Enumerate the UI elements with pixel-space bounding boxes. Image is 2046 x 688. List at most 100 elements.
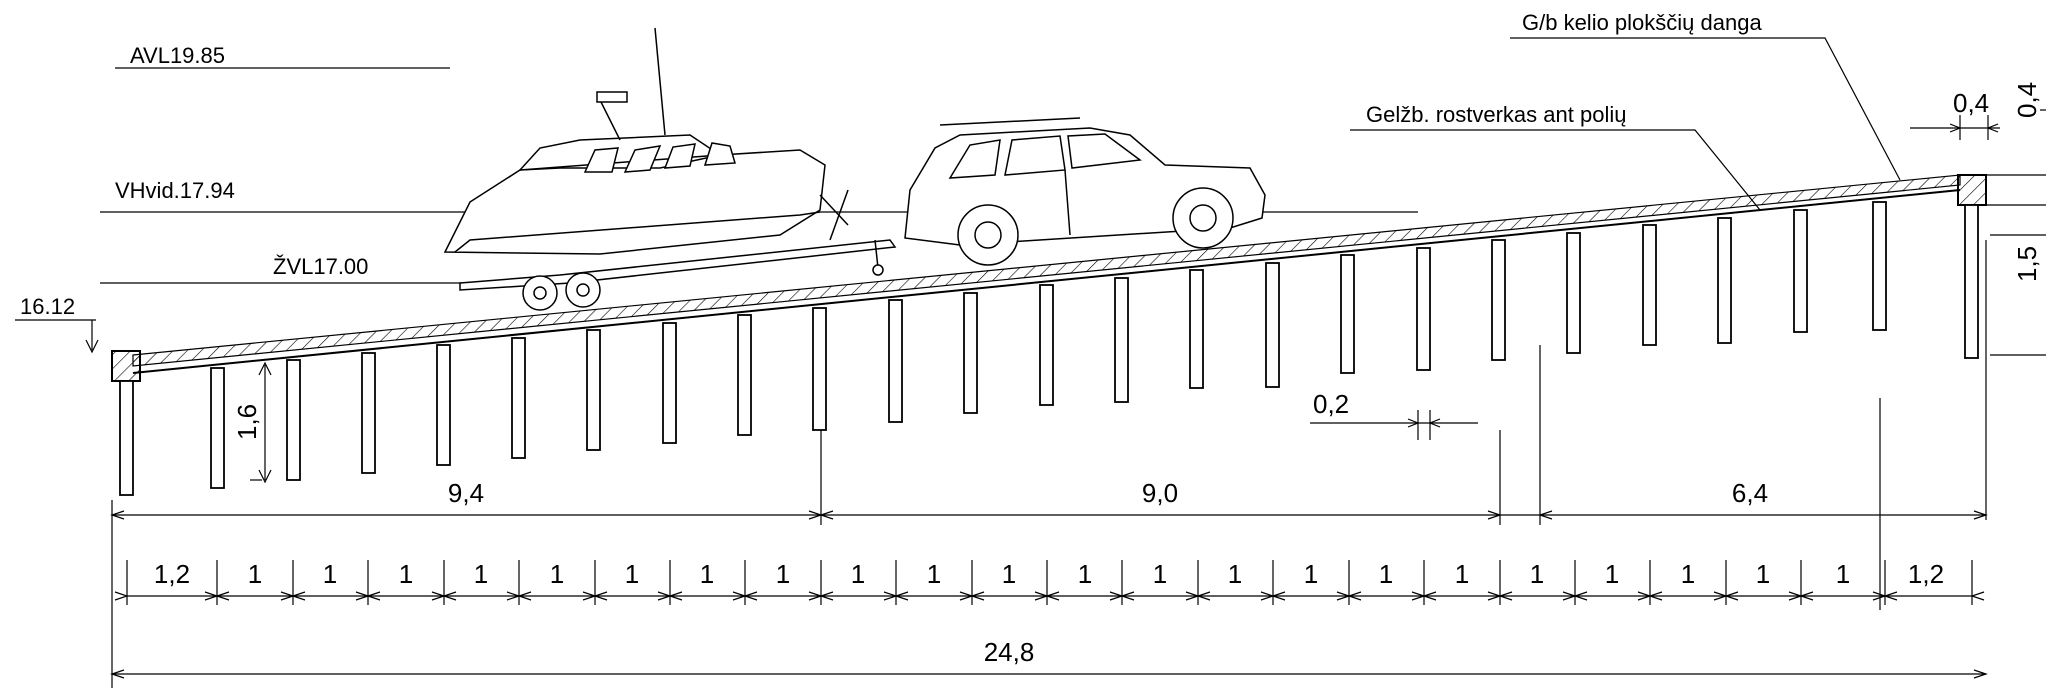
pile xyxy=(1340,254,1355,374)
top-vertical-small-label: 0,4 xyxy=(2012,82,2042,118)
pile xyxy=(1416,247,1431,371)
spacing-labels: 1,2 1 1 1 1 1 1 1 1 1 1 1 1 1 1 1 1 1 1 … xyxy=(154,559,1944,589)
pile xyxy=(1717,217,1732,344)
pile xyxy=(737,314,752,436)
spacing-label: 1 xyxy=(700,559,714,589)
pile xyxy=(662,322,677,444)
spacing-arrowhead xyxy=(1034,591,1049,601)
pile xyxy=(511,337,526,459)
level-labels: AVL19.85 VHvid.17.94 ŽVL17.00 16.12 xyxy=(20,43,368,319)
pile xyxy=(812,307,827,431)
pile xyxy=(1872,201,1887,331)
pile xyxy=(1491,239,1506,361)
spacing-arrowhead xyxy=(1260,591,1275,601)
car-illustration xyxy=(904,117,1266,266)
pile-width-dimension xyxy=(1310,410,1478,440)
pile xyxy=(361,352,376,474)
spacing-label: 1 xyxy=(1304,559,1318,589)
grillage-callout: Gelžb. rostverkas ant polių xyxy=(1366,102,1626,127)
pile xyxy=(586,329,601,451)
spacing-label: 1 xyxy=(399,559,413,589)
spacing-label: 1 xyxy=(1836,559,1850,589)
pile xyxy=(1189,269,1204,389)
spacing-arrowhead xyxy=(280,591,295,601)
pile xyxy=(888,299,903,423)
spacing-arrowhead xyxy=(1637,591,1652,601)
spacing-label: 1 xyxy=(927,559,941,589)
segment-dimension-line xyxy=(110,345,1988,688)
spacing-arrowhead xyxy=(883,591,898,601)
ramp-end-block xyxy=(1957,174,1987,206)
pile-height-label: 1,6 xyxy=(232,404,262,440)
pile xyxy=(210,367,225,489)
spacing-arrowhead xyxy=(1562,591,1577,601)
pavement-callout: G/b kelio plokščių danga xyxy=(1522,10,1762,35)
spacing-arrowhead xyxy=(204,591,219,601)
spacing-label: 1 xyxy=(1530,559,1544,589)
spacing-arrowhead xyxy=(1109,591,1124,601)
spacing-label: 1 xyxy=(1756,559,1770,589)
spacing-arrowhead xyxy=(959,591,974,601)
spacing-arrowhead xyxy=(1411,591,1426,601)
spacing-arrowhead xyxy=(582,591,597,601)
base-level-label: 16.12 xyxy=(20,294,75,319)
top-detail-dimensions xyxy=(1910,109,2046,520)
pile xyxy=(1265,262,1280,388)
piles xyxy=(119,201,1979,496)
pile xyxy=(963,292,978,414)
pile xyxy=(1114,277,1129,403)
spacing-label: 1 xyxy=(851,559,865,589)
spacing-arrowhead xyxy=(1713,591,1728,601)
segment-label: 6,4 xyxy=(1732,478,1768,508)
pile xyxy=(1964,204,1979,359)
ramp-slab xyxy=(111,174,2046,382)
boat-illustration xyxy=(443,27,826,255)
ramp-underside xyxy=(132,189,1961,374)
spacing-arrowhead xyxy=(657,591,672,601)
segment-labels: 9,4 9,0 6,4 xyxy=(448,478,1768,508)
total-dimension-line xyxy=(110,669,1988,679)
spacing-label: 1,2 xyxy=(1908,559,1944,589)
pile xyxy=(286,359,301,481)
spacing-label: 1 xyxy=(248,559,262,589)
trailer-illustration xyxy=(459,189,897,311)
spacing-ticks xyxy=(114,560,1985,605)
spacing-label: 1 xyxy=(1002,559,1016,589)
spacing-arrowhead xyxy=(1872,591,1887,601)
spacing-label: 1 xyxy=(474,559,488,589)
total-dimension-label: 24,8 xyxy=(984,637,1035,667)
grillage-leader xyxy=(1350,129,1761,211)
spacing-arrowhead xyxy=(1336,591,1351,601)
spacing-label: 1 xyxy=(1455,559,1469,589)
spacing-label: 1 xyxy=(1153,559,1167,589)
spacing-arrowhead xyxy=(808,591,823,601)
pile-width-label: 0,2 xyxy=(1313,389,1349,419)
pile xyxy=(1039,284,1054,406)
spacing-arrowhead xyxy=(431,591,446,601)
spacing-label: 1 xyxy=(776,559,790,589)
spacing-label: 1 xyxy=(323,559,337,589)
pile-height-dimension xyxy=(250,361,272,484)
callout-leaders xyxy=(1350,37,1901,211)
spacing-arrowhead xyxy=(1487,591,1502,601)
spacing-arrowhead xyxy=(114,591,129,601)
spacing-arrowhead xyxy=(1185,591,1200,601)
pavement-leader xyxy=(1510,37,1901,181)
top-horizontal-small-label: 0,4 xyxy=(1953,88,1989,118)
spacing-arrowhead xyxy=(355,591,370,601)
pile xyxy=(1566,232,1581,354)
spacing-label: 1 xyxy=(1605,559,1619,589)
spacing-arrowhead xyxy=(1970,591,1985,601)
spacing-label: 1 xyxy=(1078,559,1092,589)
top-block-height-label: 1,5 xyxy=(2012,246,2042,282)
spacing-label: 1 xyxy=(1681,559,1695,589)
spacing-label: 1 xyxy=(550,559,564,589)
zvl-label: ŽVL17.00 xyxy=(273,254,368,279)
base-level-arrowhead xyxy=(85,339,99,354)
spacing-label: 1 xyxy=(1228,559,1242,589)
avl-label: AVL19.85 xyxy=(130,43,225,68)
segment-label: 9,0 xyxy=(1142,478,1178,508)
segment-label: 9,4 xyxy=(448,478,484,508)
ramp-start-block xyxy=(111,350,141,382)
